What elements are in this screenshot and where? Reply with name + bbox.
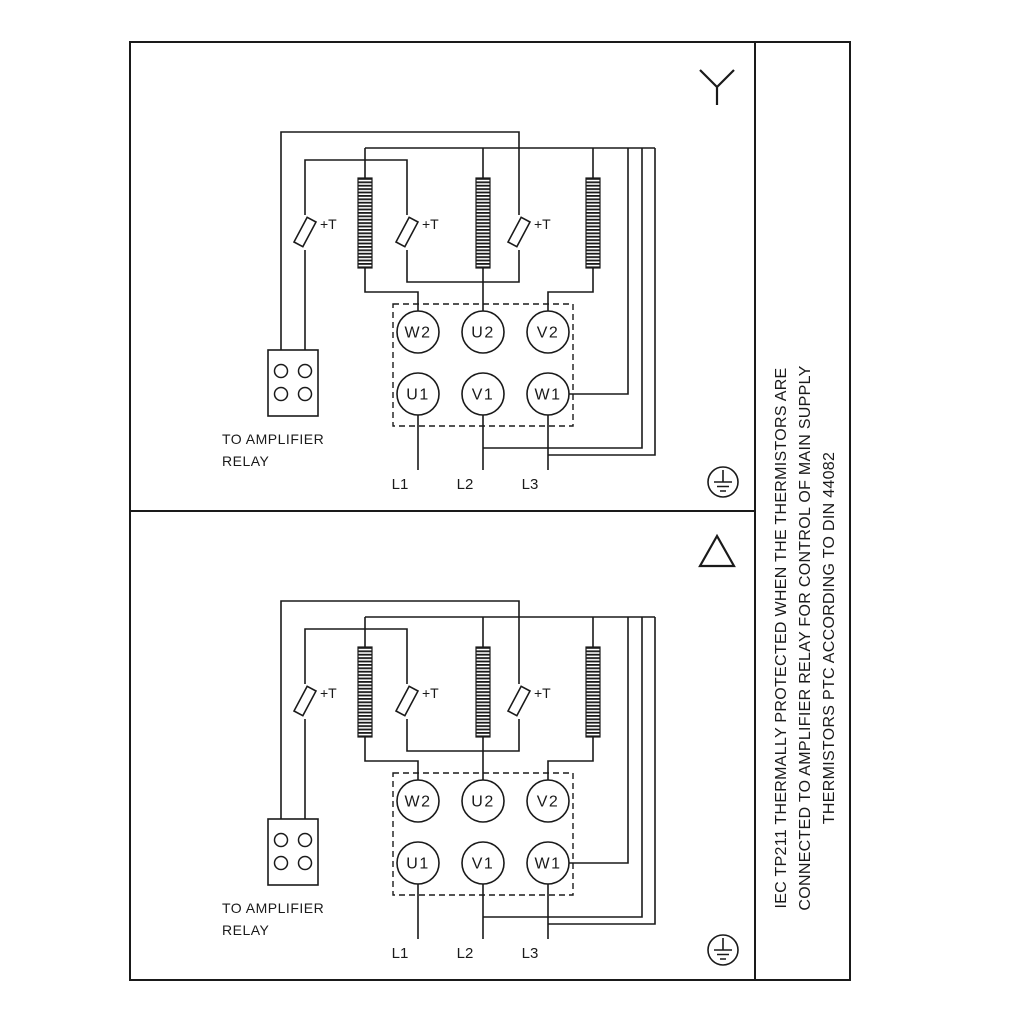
thermistor-label: +T: [320, 685, 337, 701]
terminal-w2: [396, 310, 440, 354]
thermistor-symbol-2: +T: [394, 685, 439, 717]
note-line-2: CONNECTED TO AMPLIFIER RELAY FOR CONTROL…: [797, 365, 814, 910]
delta-connection-panel: +T +T +T W2 U2 V2 U1 V1 W1 L1 L2 L3: [222, 533, 739, 966]
thermistor-symbol-2: +T: [394, 216, 439, 248]
star-connection-panel: +T +T +T W2 U2 V2 U1 V1 W1 L1 L2 L3: [222, 69, 739, 498]
connector-pin: [297, 363, 313, 379]
amplifier-relay-connector: [267, 349, 319, 417]
terminal-v1-label: V1: [472, 387, 495, 404]
motor-wiring: [280, 131, 656, 470]
thermistor-symbol-3: +T: [506, 216, 551, 248]
star-symbol-icon: [699, 69, 735, 105]
amplifier-relay-connector: [267, 818, 319, 886]
terminal-u2-label: U2: [471, 325, 494, 342]
terminal-board-outline: [392, 303, 574, 427]
connector-pin: [273, 386, 289, 402]
delta-symbol-icon: [698, 533, 736, 568]
terminal-u1: [396, 841, 440, 885]
supply-l2-label: L2: [457, 945, 474, 962]
motor-winding-1: [357, 177, 373, 269]
relay-caption-line2: RELAY: [222, 453, 270, 469]
connector-pin: [273, 363, 289, 379]
thermistor-symbol-1: +T: [292, 685, 337, 717]
terminal-w2-label: W2: [405, 325, 432, 342]
terminal-w1: [526, 841, 570, 885]
side-note: IEC TP211 THERMALLY PROTECTED WHEN THE T…: [773, 365, 838, 910]
terminal-u2: [461, 779, 505, 823]
motor-winding-2: [475, 177, 491, 269]
earth-symbol-icon: [707, 934, 739, 966]
terminal-w1: [526, 372, 570, 416]
terminal-u2-label: U2: [471, 794, 494, 811]
note-line-1: IEC TP211 THERMALLY PROTECTED WHEN THE T…: [773, 367, 790, 908]
connector-pin: [273, 832, 289, 848]
terminal-v2: [526, 779, 570, 823]
terminal-v1: [461, 841, 505, 885]
thermistor-label: +T: [534, 685, 551, 701]
terminal-v2: [526, 310, 570, 354]
connector-pin: [297, 386, 313, 402]
note-line-3: THERMISTORS PTC ACCORDING TO DIN 44082: [821, 452, 838, 824]
connector-pin: [273, 855, 289, 871]
connector-pin: [297, 832, 313, 848]
relay-caption-line1: TO AMPLIFIER: [222, 900, 324, 916]
thermistor-label: +T: [422, 216, 439, 232]
thermistor-label: +T: [422, 685, 439, 701]
terminal-v1: [461, 372, 505, 416]
earth-symbol-icon: [707, 466, 739, 498]
supply-l3-label: L3: [522, 476, 539, 493]
motor-winding-3: [585, 646, 601, 738]
supply-l1-label: L1: [392, 945, 409, 962]
thermistor-symbol-3: +T: [506, 685, 551, 717]
terminal-v1-label: V1: [472, 856, 495, 873]
relay-caption-line1: TO AMPLIFIER: [222, 431, 324, 447]
terminal-board-outline: [392, 772, 574, 896]
terminal-w1-label: W1: [535, 387, 562, 404]
supply-l2-label: L2: [457, 476, 474, 493]
thermistor-symbol-1: +T: [292, 216, 337, 248]
thermistor-label: +T: [320, 216, 337, 232]
motor-wiring: [280, 600, 656, 939]
terminal-w2: [396, 779, 440, 823]
thermistor-label: +T: [534, 216, 551, 232]
supply-l1-label: L1: [392, 476, 409, 493]
motor-winding-3: [585, 177, 601, 269]
terminal-v2-label: V2: [537, 325, 560, 342]
terminal-u1-label: U1: [406, 856, 429, 873]
terminal-w2-label: W2: [405, 794, 432, 811]
supply-l3-label: L3: [522, 945, 539, 962]
motor-winding-2: [475, 646, 491, 738]
terminal-v2-label: V2: [537, 794, 560, 811]
connector-pin: [297, 855, 313, 871]
terminal-w1-label: W1: [535, 856, 562, 873]
terminal-u2: [461, 310, 505, 354]
terminal-u1-label: U1: [406, 387, 429, 404]
relay-caption-line2: RELAY: [222, 922, 270, 938]
terminal-u1: [396, 372, 440, 416]
motor-winding-1: [357, 646, 373, 738]
